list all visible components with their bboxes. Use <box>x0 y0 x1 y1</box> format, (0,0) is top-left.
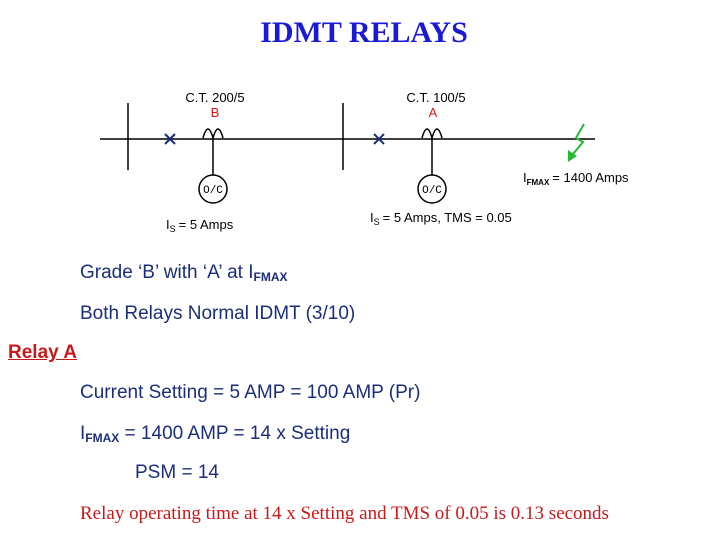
breaker-a-icon <box>373 133 385 145</box>
both-relays-line: Both Relays Normal IDMT (3/10) <box>80 303 356 324</box>
fault-arrow-icon <box>568 123 585 162</box>
is-b-label: IS= 5 Amps <box>166 217 234 234</box>
ct-a-icon <box>421 128 443 141</box>
ct-b-icon <box>202 128 224 141</box>
relay-b-circle <box>198 174 228 204</box>
relay-a-circle <box>417 174 447 204</box>
ct-b-label: C.T. 200/5 <box>185 90 244 105</box>
grade-line: Grade ‘B’ with ‘A’ at IFMAX <box>80 262 288 284</box>
current-setting-line: Current Setting = 5 AMP = 100 AMP (Pr) <box>80 382 421 403</box>
psm-line: PSM = 14 <box>135 462 219 483</box>
relay-b-label: O/C <box>203 185 223 197</box>
relay-a-heading: Relay A <box>8 342 77 363</box>
ct-a-label: C.T. 100/5 <box>406 90 465 105</box>
ct-b-name: B <box>211 105 220 120</box>
relay-a-label: O/C <box>422 185 442 197</box>
breaker-b-icon <box>164 133 176 145</box>
page-title: IDMT RELAYS <box>260 16 468 49</box>
operating-time-line: Relay operating time at 14 x Setting and… <box>80 503 609 524</box>
is-a-label: IS= 5 Amps, TMS = 0.05 <box>370 210 512 227</box>
ifmax-label: IFMAX= 1400 Amps <box>523 170 629 187</box>
ct-a-name: A <box>429 105 438 120</box>
ifmax-line: IFMAX = 1400 AMP = 14 x Setting <box>80 423 351 445</box>
single-line-diagram: O/C C.T. 200/5 B O/C C.T. 100/5 A IS= 5 … <box>100 90 629 234</box>
